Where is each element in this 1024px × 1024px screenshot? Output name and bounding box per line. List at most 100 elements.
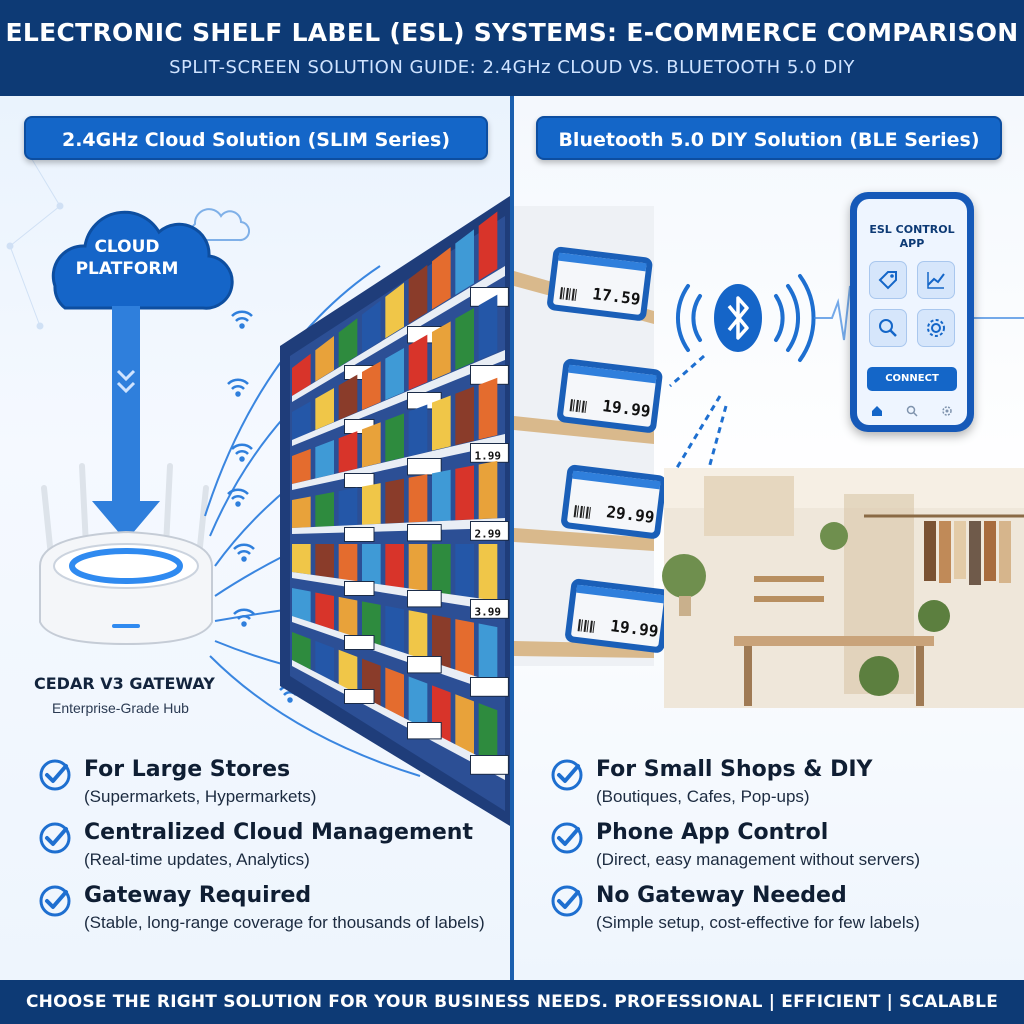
product-box <box>338 431 358 473</box>
product-box <box>432 544 451 595</box>
shelf-price-tag <box>344 635 375 650</box>
product-box <box>315 440 334 479</box>
product-box <box>315 640 334 682</box>
product-box <box>408 264 428 324</box>
product-box <box>455 465 474 521</box>
product-box <box>362 422 381 468</box>
gear-icon[interactable] <box>941 405 953 417</box>
product-box <box>338 318 358 368</box>
cloud-solution-heading: 2.4GHz Cloud Solution (SLIM Series) <box>24 116 488 160</box>
shelf-price-tag <box>470 755 509 775</box>
product-box <box>455 619 474 677</box>
product-box <box>292 448 311 484</box>
product-box <box>292 353 311 396</box>
product-box <box>338 596 358 638</box>
tag-icon[interactable] <box>869 261 907 299</box>
shelf-price-text: 3.99 <box>475 606 502 619</box>
cloud-scene-illustration: 1.992.993.99 <box>6 152 510 826</box>
product-box <box>478 377 498 440</box>
product-box <box>408 544 428 592</box>
product-box <box>432 469 451 522</box>
feature-title: Centralized Cloud Management <box>84 820 473 845</box>
app-bottom-nav <box>871 405 953 417</box>
product-box <box>315 544 334 578</box>
product-box <box>478 211 498 281</box>
feature-description: (Direct, easy management without servers… <box>596 850 921 869</box>
feature-description: (Supermarkets, Hypermarkets) <box>84 787 317 806</box>
app-title: ESL CONTROL APP <box>869 223 955 250</box>
product-box <box>315 336 334 382</box>
product-box <box>362 300 381 353</box>
esl-tag: 19.99 <box>557 358 663 433</box>
gear-icon[interactable] <box>917 309 955 347</box>
product-box <box>315 492 334 527</box>
cloud-platform-icon <box>51 210 234 310</box>
product-box <box>478 623 498 685</box>
check-icon <box>39 822 71 854</box>
product-box <box>455 544 474 598</box>
shelf-price-tag <box>470 599 509 619</box>
product-box <box>432 321 451 380</box>
shelf-price-tag <box>470 521 509 541</box>
product-box <box>385 667 404 719</box>
search-icon[interactable] <box>906 405 918 417</box>
check-icon <box>551 885 583 917</box>
product-box <box>292 496 311 528</box>
wifi-icons <box>227 310 301 703</box>
esl-tag: 29.99 <box>561 464 667 539</box>
product-box <box>362 601 381 646</box>
shelf-price-tag <box>344 689 375 704</box>
footer-banner: CHOOSE THE RIGHT SOLUTION FOR YOUR BUSIN… <box>0 980 1024 1024</box>
shelf-price-tag <box>407 524 442 542</box>
shelf-price-tag <box>470 677 509 697</box>
feature-item: Phone App Control (Direct, easy manageme… <box>550 819 1010 870</box>
app-tile-grid <box>869 261 955 347</box>
product-box <box>432 395 451 451</box>
product-box <box>315 592 334 630</box>
product-box <box>385 282 404 339</box>
product-box <box>408 610 428 662</box>
home-icon[interactable] <box>871 405 883 417</box>
check-icon <box>39 759 71 791</box>
shelf-price-tag <box>407 458 442 476</box>
connect-button[interactable]: CONNECT <box>867 367 957 391</box>
product-box <box>338 487 358 526</box>
product-box <box>455 229 474 295</box>
feature-title: Gateway Required <box>84 883 312 908</box>
product-box <box>362 483 381 525</box>
product-box <box>292 588 311 623</box>
chart-icon[interactable] <box>917 261 955 299</box>
product-box <box>455 694 474 756</box>
product-box <box>478 460 498 520</box>
product-box <box>385 605 404 654</box>
feature-item: Centralized Cloud Management (Real-time … <box>38 819 498 870</box>
product-box <box>478 294 498 360</box>
product-box <box>385 413 404 462</box>
product-box <box>362 544 381 585</box>
search-icon[interactable] <box>869 309 907 347</box>
boutique-store-image <box>662 468 1024 708</box>
product-box <box>455 386 474 446</box>
supermarket-shelf-illustration: 1.992.993.99 <box>280 196 510 826</box>
feature-item: Gateway Required (Stable, long-range cov… <box>38 882 498 933</box>
feature-title: Phone App Control <box>596 820 829 845</box>
feature-title: No Gateway Needed <box>596 883 847 908</box>
bluetooth-solution-heading: Bluetooth 5.0 DIY Solution (BLE Series) <box>536 116 1002 160</box>
header-banner: ELECTRONIC SHELF LABEL (ESL) SYSTEMS: E-… <box>0 0 1024 96</box>
check-icon <box>551 759 583 791</box>
product-box <box>408 404 428 457</box>
product-box <box>385 348 404 400</box>
product-box <box>408 474 428 523</box>
product-box <box>292 401 311 440</box>
shelf-price-tag <box>344 473 375 488</box>
product-box <box>385 478 404 524</box>
feature-item: For Small Shops & DIY (Boutiques, Cafes,… <box>550 756 1010 807</box>
bluetooth-feature-list: For Small Shops & DIY (Boutiques, Cafes,… <box>550 756 1010 945</box>
gateway-device-icon <box>39 463 213 646</box>
shelf-price-tag <box>344 581 375 596</box>
shelf-price-text: 1.99 <box>475 450 502 463</box>
feature-title: For Small Shops & DIY <box>596 757 873 782</box>
feature-description: (Stable, long-range coverage for thousan… <box>84 913 485 932</box>
